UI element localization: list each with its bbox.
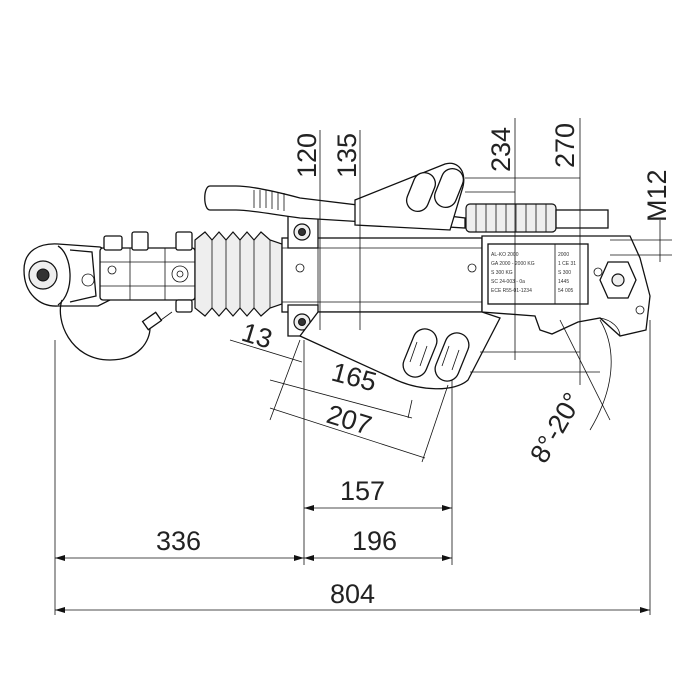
upper-bracket-plate	[354, 162, 465, 231]
dim-120: 120	[292, 133, 322, 178]
dim-270: 270	[550, 123, 580, 168]
plate-right-line-4: 1445	[558, 279, 569, 285]
dim-angle: 8°-20°	[524, 387, 588, 468]
dim-13: 13	[238, 317, 276, 354]
plate-left-line-4: SC 24-003 - 0a	[491, 279, 525, 285]
plate-left-line-1: AL-KO 2000	[491, 252, 519, 258]
spring-assembly	[465, 203, 609, 233]
dimension-lines	[54, 118, 672, 615]
drawbar-body	[281, 213, 483, 337]
dim-135: 135	[332, 133, 362, 178]
coupling-assembly: AL-KO 2000 GA 2000 - 2000 KG S 300 KG SC…	[23, 162, 651, 390]
plate-right-line-1: 2000	[558, 252, 569, 258]
dim-m12: M12	[642, 169, 672, 222]
type-plate: AL-KO 2000 GA 2000 - 2000 KG S 300 KG SC…	[487, 243, 589, 305]
plate-right-line-5: 54 005	[558, 288, 574, 294]
dim-804: 804	[330, 579, 375, 609]
plate-left-line-5: ECE R55-01-1234	[491, 288, 532, 294]
dim-234: 234	[486, 127, 516, 172]
plate-right-line-3: S 300	[558, 270, 571, 276]
dim-207: 207	[323, 399, 375, 441]
bellows	[194, 231, 283, 317]
dim-196: 196	[352, 526, 397, 556]
coupling-head	[23, 243, 173, 361]
lower-mounting-plate	[298, 311, 501, 390]
coupling-grip	[99, 231, 196, 313]
plate-left-line-2: GA 2000 - 2000 KG	[491, 261, 535, 267]
plate-right-line-2: 1 CE 31	[558, 261, 576, 267]
dim-336: 336	[156, 526, 201, 556]
dim-157: 157	[340, 476, 385, 506]
plate-left-line-3: S 300 KG	[491, 270, 513, 276]
